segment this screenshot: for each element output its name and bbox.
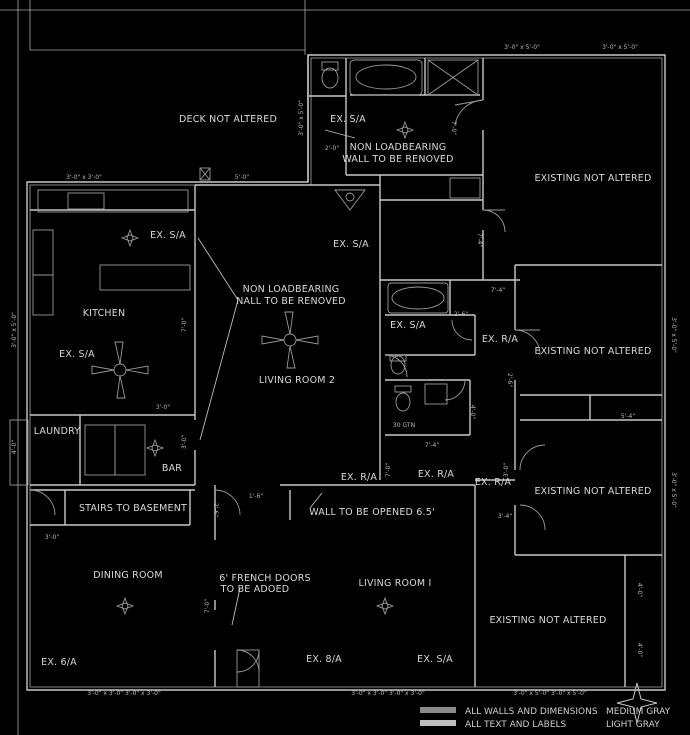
dim-bottom-2: 3'-0" x 3'-0" 3'-0" x 3'-0": [351, 690, 425, 697]
dim-hall-1: 7'-4": [476, 233, 483, 247]
room-kitchen: KITCHEN: [83, 308, 126, 319]
note-nlb-top-1: NON LOADBEARING: [350, 142, 447, 153]
dim-hall-2: 7'-4": [491, 287, 505, 294]
tag-ex-sa-kitchen-fan: EX. S/A: [59, 349, 95, 360]
tag-ex-sa-living1a: EX. 8/A: [306, 654, 342, 665]
dim-kitchen-side-2: 3'-0": [181, 435, 188, 449]
dim-laundry: 4'-0": [11, 440, 18, 454]
dim-bottom-1: 3'-0" x 3'-0" 3'-0" x 3'-0": [87, 690, 161, 697]
dim-bar: 3'-0": [503, 463, 510, 477]
dim-kitchen-side: 7'-0": [181, 318, 188, 332]
dim-closet-2: 4'-0": [469, 405, 476, 419]
tag-ex-sa-dining: EX. 6/A: [41, 657, 77, 668]
room-bar: BAR: [162, 463, 182, 474]
legend: ALL WALLS AND DIMENSIONS MEDIUM GRAY ALL…: [420, 707, 671, 730]
tag-ex-ra-hall3: EX. R/A: [475, 477, 512, 488]
room-dining: DINING ROOM: [93, 570, 162, 581]
dim-dining: 3'-0": [45, 534, 59, 541]
room-laundry: LAUNDRY: [34, 426, 81, 437]
dim-stair-1: 2'-6": [212, 503, 219, 517]
dim-existing-side: 4'-0": [636, 583, 643, 597]
dim-top-right-1: 3'-0" x 5'-0": [504, 44, 540, 51]
dim-kitchen-top: 3'-0" x 3'-0": [66, 174, 102, 181]
room-living-1: LIVING ROOM I: [358, 578, 431, 589]
dim-hall-3: 7'-4": [425, 442, 439, 449]
dim-hall-door: 3'-4": [498, 513, 512, 520]
dim-right-win-2: 3'-0" x 5'-0": [670, 472, 677, 508]
room-existing-4: EXISTING NOT ALTERED: [489, 615, 606, 626]
tag-ex-sa-bath-mid: EX. S/A: [390, 320, 426, 331]
dim-bath-2: 2'-0": [325, 145, 339, 152]
dim-hall-4: 2'-6": [454, 311, 468, 318]
room-existing-2: EXISTING NOT ALTERED: [534, 346, 651, 357]
note-wall-open: WALL TO BE OPENED 6.5': [309, 507, 435, 518]
dim-top-right-2: 3'-0" x 5'-0": [602, 44, 638, 51]
tag-ex-sa-bath-top: EX. S/A: [330, 114, 366, 125]
legend-text-label: ALL TEXT AND LABELS: [465, 720, 567, 730]
dim-bath-side: 3'-0" x 5'-0": [298, 100, 305, 136]
doors: [29, 99, 546, 688]
note-french-2: TO BE ADOED: [220, 584, 290, 595]
room-existing-3: EXISTING NOT ALTERED: [534, 486, 651, 497]
tag-ex-ra-hall2: EX. R/A: [418, 469, 455, 480]
dim-bath-3: 7'-0": [450, 121, 457, 135]
dim-bottom-3: 3'-0" x 5'-0" 3'-0" x 5'-0": [513, 690, 587, 697]
room-existing-1: EXISTING NOT ALTERED: [534, 173, 651, 184]
dimension-labels: 3'-0" x 5'-0" 3'-0" x 5'-0" 3'-0" x 3'-0…: [11, 44, 677, 697]
room-deck: DECK NOT ALTERED: [179, 114, 277, 125]
legend-walls-label: ALL WALLS AND DIMENSIONS: [465, 707, 598, 717]
note-french-1: 6' FRENCH DOORS: [219, 573, 311, 584]
interior-walls: [30, 55, 662, 687]
note-nlb-top-2: WALL TO BE RENOVED: [342, 154, 453, 165]
legend-swatch-walls: [420, 707, 456, 713]
north-arrow-icon: [616, 682, 658, 724]
dim-right-win-1: 3'-0" x 5'-0": [670, 317, 677, 353]
room-living-2: LIVING ROOM 2: [259, 375, 335, 386]
tag-ex-sa-living2: EX. S/A: [333, 239, 369, 250]
dim-dining-side: 7'-0": [204, 599, 211, 613]
dim-laundry-top: 3'-0": [156, 404, 170, 411]
legend-walls-value: MEDIUM GRAY: [606, 707, 671, 717]
note-nlb-mid-2: NALL TO BE RENOVED: [236, 296, 346, 307]
dim-tub: 30 GTN: [393, 422, 415, 429]
dim-center-top: 5'-0": [235, 174, 249, 181]
dim-stair-2: 1'-6": [249, 493, 263, 500]
legend-text-value: LIGHT GRAY: [606, 720, 660, 730]
dim-existing-side-2: 4'-0": [636, 643, 643, 657]
room-stairs: STAIRS TO BASEMENT: [79, 503, 187, 514]
legend-swatch-text: [420, 720, 456, 726]
dim-hall-5: 2'-6": [506, 373, 513, 387]
dim-left-win: 3'-0" x 5'-0": [11, 312, 18, 348]
fixtures: [9, 59, 481, 616]
note-nlb-mid-1: NON LOADBEARING: [243, 284, 340, 295]
tag-ex-ra-bath: EX. R/A: [482, 334, 519, 345]
dim-dining-side-2: 7'-0": [385, 463, 392, 477]
leader-lines: [197, 129, 356, 626]
tag-ex-sa-kitchen: EX. S/A: [150, 230, 186, 241]
tag-ex-sa-living1b: EX. S/A: [417, 654, 453, 665]
dim-closet-1: 5'-4": [621, 413, 635, 420]
tag-ex-ra-hall1: EX. R/A: [341, 472, 378, 483]
